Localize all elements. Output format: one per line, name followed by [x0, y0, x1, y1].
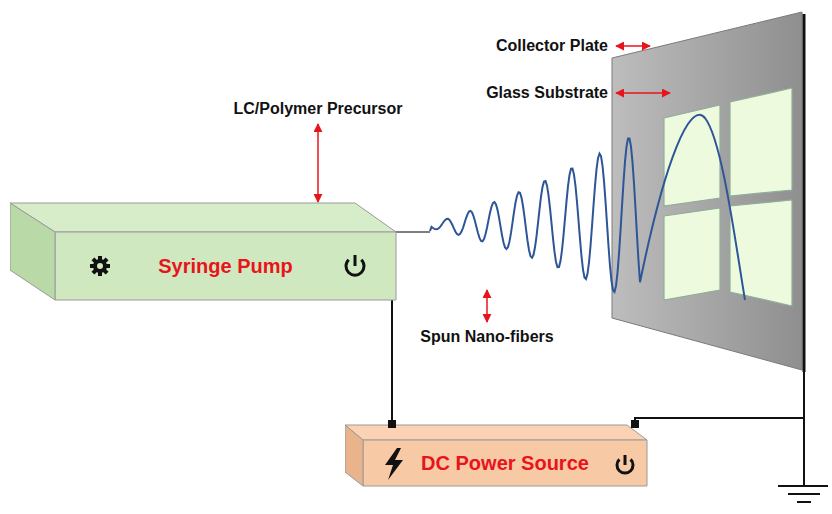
spun-fiber: [430, 115, 745, 300]
part-label: Glass Substrate: [486, 84, 608, 102]
hv-wires: [392, 234, 804, 424]
equipment-box: Syringe Pump: [10, 200, 398, 302]
part-label: Collector Plate: [496, 37, 608, 55]
ground-symbol: [778, 370, 828, 502]
box-shape: [10, 200, 398, 302]
box-label: DC Power Source: [421, 452, 589, 474]
part-label: Spun Nano-fibers: [420, 328, 553, 346]
box-icons: [90, 255, 364, 276]
part-label: LC/Polymer Precursor: [234, 100, 403, 118]
box-icons: [385, 420, 639, 480]
box-label: Syringe Pump: [158, 255, 292, 277]
collector-plate: [612, 12, 804, 372]
equipment-box: DC Power Source: [345, 420, 650, 488]
